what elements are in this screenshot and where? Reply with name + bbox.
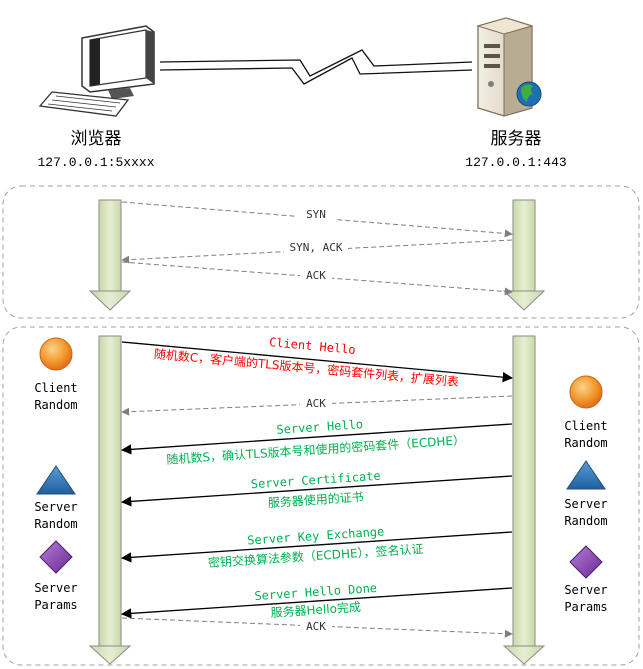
- right-server-random: Server Random: [564, 460, 608, 528]
- left-server-random: Server Random: [34, 465, 78, 531]
- server-hello-done-arrow: [120, 587, 513, 619]
- server-name: 服务器: [491, 129, 542, 149]
- server-key-exchange-title: Server Key Exchange: [247, 524, 385, 547]
- tls-handshake-panel: [2, 326, 640, 666]
- server-certificate-title: Server Certificate: [250, 469, 381, 492]
- server-certificate-desc: 服务器使用的证书: [267, 489, 364, 510]
- server-key-exchange-arrow: [120, 531, 513, 563]
- client-name: 浏览器: [71, 129, 122, 149]
- svg-text:Server: Server: [564, 583, 607, 597]
- left-server-params: Server Params: [34, 540, 78, 612]
- svg-text:Server: Server: [34, 500, 77, 514]
- ack-label: ACK: [306, 269, 326, 282]
- purple-diamond-icon: [39, 540, 73, 574]
- svg-text:Client: Client: [34, 381, 77, 395]
- client-hello-arrow: [121, 341, 514, 383]
- orange-circle-icon: [39, 337, 73, 371]
- tcp-client-lifeline: [88, 199, 132, 311]
- tls-server-lifeline: [502, 335, 546, 665]
- blue-triangle-icon: [36, 465, 76, 495]
- svg-text:Server: Server: [34, 581, 77, 595]
- syn-ack-label: SYN, ACK: [290, 241, 343, 254]
- ack-2-label: ACK: [306, 620, 326, 633]
- svg-text:Params: Params: [564, 600, 607, 614]
- server-hello-done-desc: 服务器Hello完成: [270, 599, 361, 620]
- svg-text:Client: Client: [564, 419, 607, 433]
- svg-text:Params: Params: [34, 598, 77, 612]
- server-hello-arrow: [120, 423, 513, 455]
- right-client-random: Client Random: [564, 375, 608, 450]
- lightning-link-icon: [159, 49, 473, 85]
- svg-text:Random: Random: [564, 514, 607, 528]
- computer-icon: [38, 25, 155, 117]
- server-icon: [476, 17, 542, 117]
- svg-text:Random: Random: [564, 436, 607, 450]
- orange-circle-icon: [569, 375, 603, 409]
- ack-1-label: ACK: [306, 397, 326, 410]
- client-address: 127.0.0.1:5xxxx: [37, 155, 154, 170]
- server-address: 127.0.0.1:443: [465, 155, 566, 170]
- left-client-random: Client Random: [34, 337, 78, 412]
- right-server-params: Server Params: [564, 545, 608, 614]
- client-hello-title: Client Hello: [269, 335, 357, 357]
- svg-text:Server: Server: [564, 497, 607, 511]
- svg-text:Random: Random: [34, 398, 77, 412]
- tcp-handshake-panel: [2, 185, 640, 319]
- svg-text:Random: Random: [34, 517, 77, 531]
- tcp-server-lifeline: [502, 199, 546, 311]
- syn-label: SYN: [306, 208, 326, 221]
- purple-diamond-icon: [569, 545, 603, 579]
- blue-triangle-icon: [566, 460, 606, 490]
- server-hello-title: Server Hello: [276, 417, 363, 437]
- tls-client-lifeline: [88, 335, 132, 665]
- server-certificate-arrow: [120, 475, 513, 507]
